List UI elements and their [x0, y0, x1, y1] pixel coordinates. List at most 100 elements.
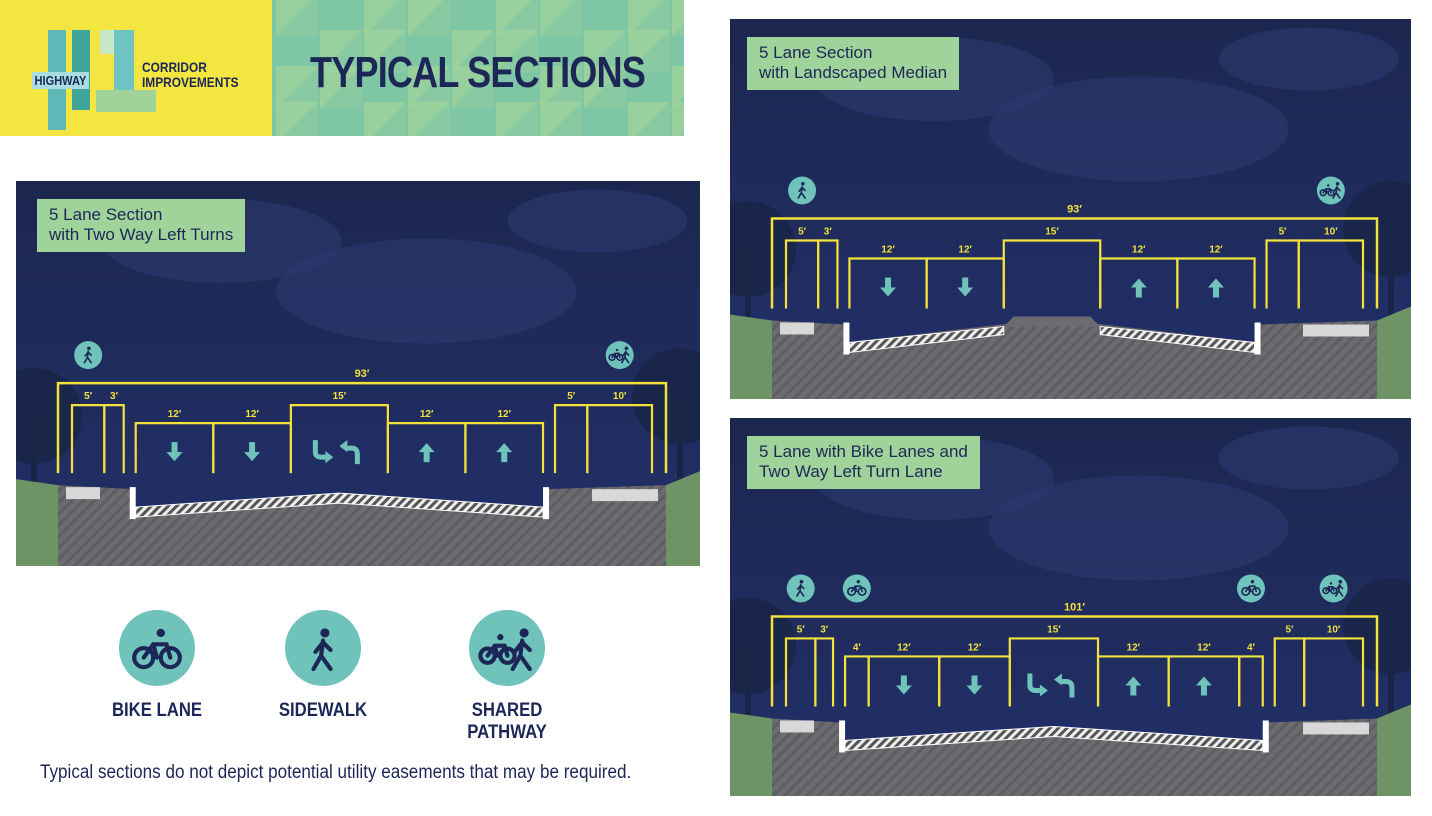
segment-width-label: 3′	[110, 391, 119, 402]
arrow-down-icon	[880, 277, 897, 297]
page-title: TYPICAL SECTIONS	[310, 48, 646, 97]
segment-width-label: 12′	[1197, 642, 1211, 653]
dimension-lines: 93′5′3′12′12′15′12′12′5′10′	[770, 204, 1379, 309]
segment-width-label: 12′	[1127, 642, 1141, 653]
shared-badge	[469, 610, 545, 686]
shared-icon	[1319, 181, 1341, 199]
footnote: Typical sections do not depict potential…	[40, 762, 632, 783]
total-width-bracket	[770, 217, 1379, 309]
segment-bracket	[1303, 637, 1365, 707]
segment-width-label: 12′	[245, 409, 259, 420]
segment-bracket	[464, 422, 545, 474]
pavement-left	[848, 325, 1005, 354]
bike-icon	[132, 628, 182, 670]
cloud	[1218, 426, 1399, 490]
grass-slope-right	[666, 471, 700, 566]
curb-left	[839, 720, 846, 753]
curb-right	[1254, 322, 1261, 355]
segment-width-label: 10′	[1327, 624, 1341, 635]
cloud	[988, 475, 1289, 581]
total-width-label: 93′	[1067, 204, 1082, 216]
curb-right	[543, 487, 550, 520]
turn-right-arrow-icon	[1027, 673, 1040, 693]
segment-width-label: 15′	[1047, 624, 1061, 635]
grass-slope-right	[1377, 306, 1411, 399]
pattern-background	[272, 0, 684, 136]
pedestrian-icon	[797, 181, 806, 199]
section-panel-landscaped-median: 93′5′3′12′12′15′12′12′5′10′5 Lane Sectio…	[730, 19, 1411, 399]
segment-width-label: 4′	[1247, 642, 1256, 653]
arrow-up-icon	[1207, 278, 1224, 298]
segment-bracket	[1176, 257, 1256, 309]
shared-icon	[478, 628, 532, 672]
grass-slope-left	[730, 712, 772, 796]
mode-badge	[1316, 176, 1345, 205]
arrow-down-icon	[244, 442, 261, 462]
segment-width-label: 5′	[797, 624, 806, 635]
mode-badge	[842, 574, 871, 603]
curb-right	[1262, 720, 1269, 753]
segment-width-label: 12′	[897, 642, 911, 653]
segment-bracket	[586, 404, 654, 474]
turn-right-arrow-icon	[312, 440, 326, 460]
curb-left	[843, 322, 850, 355]
mode-badge	[788, 176, 817, 205]
segment-width-label: 5′	[1285, 624, 1294, 635]
total-width-bracket	[770, 615, 1379, 707]
total-width-label: 93′	[355, 368, 370, 380]
total-width-bracket	[56, 381, 668, 474]
segment-bracket	[1238, 655, 1264, 707]
segment-width-label: 3′	[820, 624, 829, 635]
shared-path-slab	[1303, 722, 1369, 735]
shared-path-slab	[592, 489, 658, 502]
segment-width-label: 12′	[1209, 245, 1223, 256]
grass-slope-left	[16, 479, 58, 566]
legend-item-shared: SHARED PATHWAY	[422, 610, 592, 744]
road-cross-section	[730, 306, 1411, 399]
segment-width-label: 12′	[497, 409, 511, 420]
segment-width-label: 10′	[1324, 227, 1338, 238]
segment-width-label: 5′	[798, 227, 807, 238]
curb-left	[129, 487, 136, 520]
legend-item-bike: BIKE LANE	[72, 610, 242, 722]
road-cross-section	[730, 704, 1411, 796]
arrow-down-icon	[966, 675, 983, 695]
shared-icon	[1322, 579, 1344, 597]
total-width-label: 101′	[1064, 601, 1085, 613]
mode-badge	[1236, 574, 1265, 603]
pedestrian-icon	[311, 628, 333, 672]
segment-width-label: 12′	[1132, 245, 1146, 256]
grass-slope-right	[1377, 704, 1411, 796]
section-panel-two-way-left-turns: 93′5′3′12′12′15′12′12′5′10′5 Lane Sectio…	[16, 181, 700, 566]
segment-width-label: 4′	[853, 642, 862, 653]
mode-badge	[786, 574, 815, 603]
sidewalk-slab	[780, 720, 814, 733]
segment-width-label: 15′	[1045, 227, 1059, 238]
arrow-down-icon	[895, 675, 912, 695]
segment-width-label: 15′	[333, 391, 347, 402]
shared-icon	[608, 346, 630, 364]
segment-width-label: 12′	[168, 409, 182, 420]
segment-width-label: 12′	[881, 245, 895, 256]
bike-icon	[847, 580, 867, 597]
segment-bracket	[103, 404, 125, 474]
segment-width-label: 12′	[968, 642, 982, 653]
landscaped-median	[1003, 316, 1101, 327]
grass-slope-left	[730, 314, 772, 399]
legend-label: BIKE LANE	[111, 700, 203, 721]
segment-width-label: 10′	[613, 391, 627, 402]
arrow-down-icon	[166, 442, 183, 462]
arrow-up-icon	[1130, 278, 1147, 298]
pedestrian-icon	[796, 579, 805, 597]
sidewalk-slab	[66, 487, 100, 500]
segment-width-label: 5′	[84, 391, 93, 402]
bike-icon	[1241, 580, 1261, 597]
segment-bracket	[1297, 239, 1365, 309]
pedestrian-badge	[285, 610, 361, 686]
legend-label: SIDEWALK	[278, 700, 368, 721]
